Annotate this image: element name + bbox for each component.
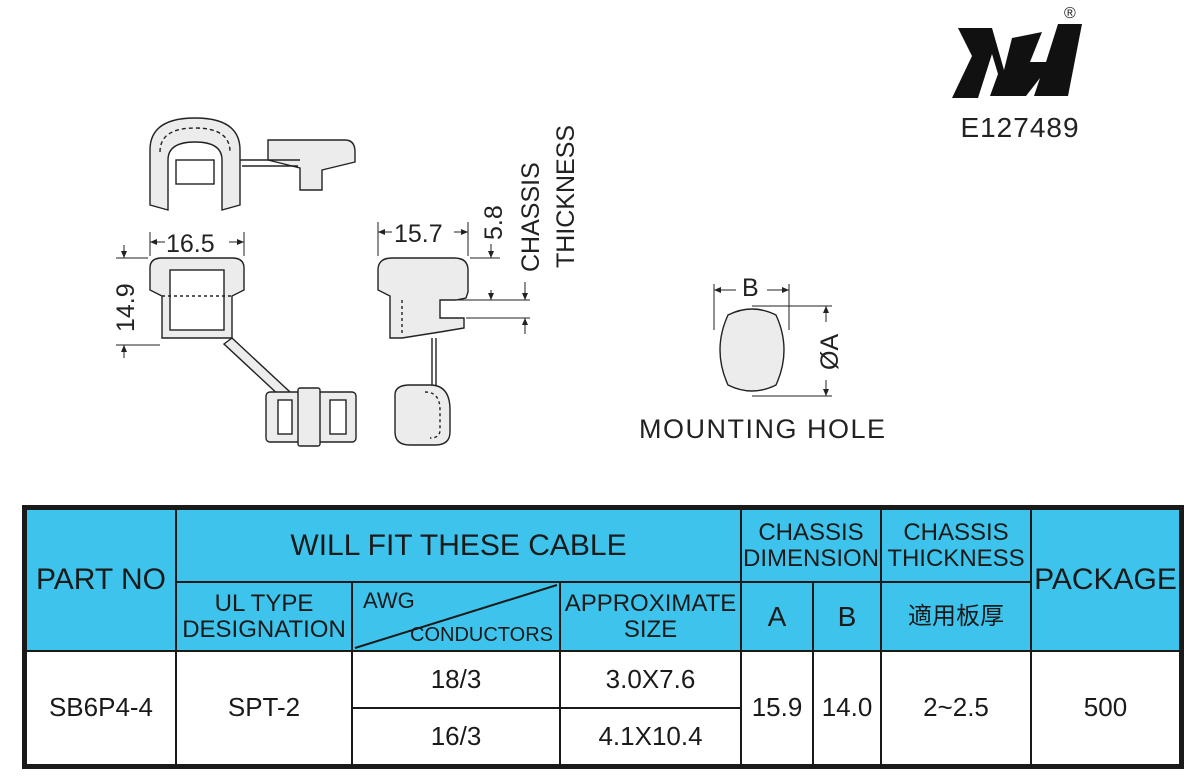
cell-dim-b: 14.0 [814,652,880,764]
mounting-hole-caption: MOUNTING HOLE [639,414,887,444]
header-package: PACKAGE [1032,510,1179,650]
dim-label-14-9: 14.9 [112,283,140,332]
bushing-front-view-right [377,257,469,446]
conductors-label: CONDUCTORS [410,624,553,646]
ul-file-number: E127489 [960,112,1080,143]
dim-label-16-5: 16.5 [166,230,215,258]
hole-dimensions [713,284,832,397]
diagonal-divider [354,584,558,649]
header-part-no: PART NO [27,510,175,650]
header-approx-size: APPROXIMATE SIZE [561,583,740,650]
spec-table: PART NO WILL FIT THESE CABLE UL TYPE DES… [22,505,1184,769]
technical-drawing: 16.5 14.9 15.7 5.8 CHASSIS THICKNESS [112,117,887,447]
header-col-b: B [814,583,880,650]
header-chassis-dimension: CHASSIS DIMENSION [742,510,880,581]
header-col-a: A [742,583,812,650]
cell-dim-a: 15.9 [742,652,812,764]
header-will-fit: WILL FIT THESE CABLE [177,510,740,581]
header-chassis-thickness: CHASSIS THICKNESS [882,510,1030,581]
dimension-offset [458,244,530,334]
chassis-label-line1: CHASSIS [517,162,545,272]
dimension-width-right [377,222,469,256]
bushing-top-view [149,117,356,211]
registered-mark: ® [1064,5,1076,22]
awg-label: AWG [363,588,415,613]
hole-dim-a-label: ØA [816,334,844,370]
bushing-front-view-left [149,257,357,447]
cell-ul-type: SPT-2 [177,652,351,764]
cell-approx-row1: 3.0X7.6 [561,652,740,707]
dim-label-5-8: 5.8 [480,205,508,240]
dimension-width-left [149,232,245,256]
header-awg-conductors: AWG CONDUCTORS [353,583,559,650]
ul-recognized-logo: ® [952,5,1082,98]
header-ul-type: UL TYPE DESIGNATION [177,583,351,650]
cell-awg-row2: 16/3 [353,709,559,764]
header-chassis-thickness-cn: 適用板厚 [882,583,1030,650]
chassis-label-line2: THICKNESS [552,125,580,268]
cell-approx-row2: 4.1X10.4 [561,709,740,764]
cell-thickness: 2~2.5 [882,652,1030,764]
cell-part-no: SB6P4-4 [27,652,175,764]
dimension-height-left [116,245,160,358]
cell-package: 500 [1032,652,1179,764]
hole-dim-b-label: B [742,274,759,302]
dim-label-15-7: 15.7 [394,220,443,248]
mounting-hole-shape [719,308,785,392]
cell-awg-row1: 18/3 [353,652,559,707]
